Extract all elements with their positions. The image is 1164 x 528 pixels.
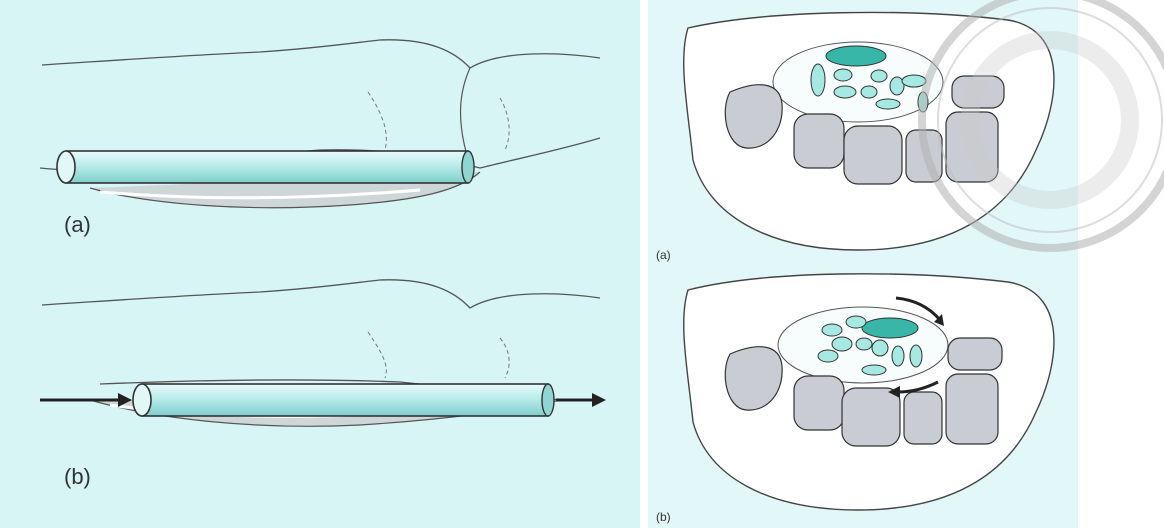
figure-label-b: (b) <box>656 510 671 524</box>
left-figure-panel: (a) (b) <box>0 0 640 528</box>
right-figure-panel: (a) (b) <box>648 0 1078 528</box>
figure-label-a: (a) <box>64 212 91 238</box>
figure-label-b: (b) <box>64 464 91 490</box>
right-figure-drawing <box>648 0 1078 528</box>
left-figure-drawing <box>0 0 640 528</box>
arrow-right-icon <box>556 393 606 407</box>
arrow-right-icon <box>40 393 132 407</box>
figure-label-a: (a) <box>656 248 671 262</box>
tendon-tube-b <box>133 384 554 416</box>
tendon-tube-a <box>57 151 474 183</box>
